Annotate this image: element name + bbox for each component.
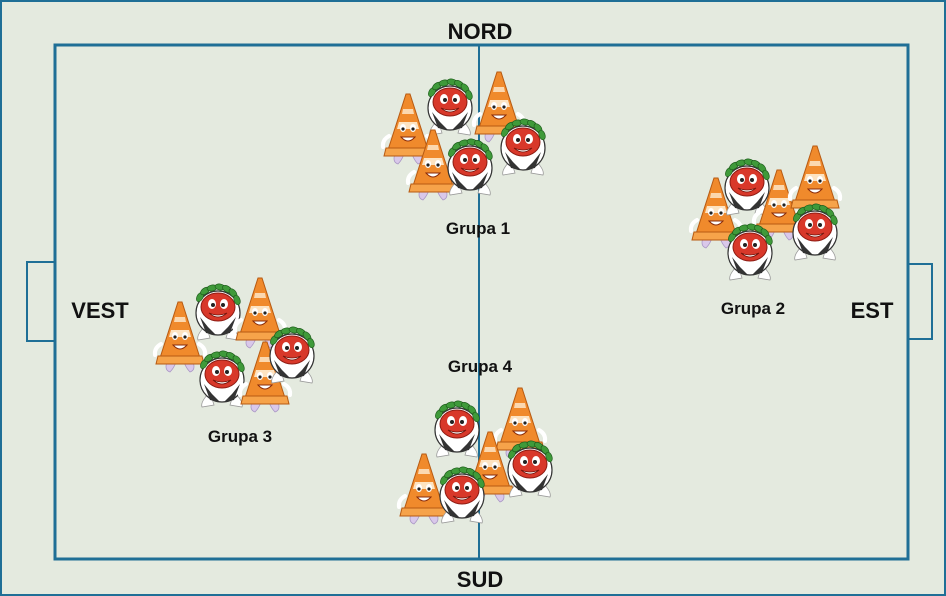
soccer-ball-mascot-icon	[198, 349, 247, 408]
soccer-ball-mascot-icon	[726, 222, 775, 281]
group-label-4: Grupa 4	[448, 357, 513, 376]
soccer-ball-mascot-icon	[426, 77, 475, 136]
soccer-ball-mascot-icon	[446, 137, 495, 196]
soccer-ball-mascot-icon	[433, 399, 482, 458]
soccer-ball-mascot-icon	[268, 325, 317, 384]
soccer-ball-mascot-icon	[499, 117, 548, 176]
soccer-ball-mascot-icon	[506, 439, 555, 498]
soccer-ball-mascot-icon	[723, 157, 772, 216]
goal-west	[26, 261, 55, 342]
label-west: VEST	[71, 298, 129, 323]
group-label-2: Grupa 2	[721, 299, 785, 318]
soccer-ball-mascot-icon	[438, 465, 487, 524]
label-north: NORD	[448, 19, 513, 44]
pitch-outline	[53, 43, 910, 561]
group-label-1: Grupa 1	[446, 219, 510, 238]
goal-east	[908, 263, 933, 340]
group-label-3: Grupa 3	[208, 427, 272, 446]
soccer-ball-mascot-icon	[791, 202, 840, 261]
label-south: SUD	[457, 567, 503, 592]
label-east: EST	[851, 298, 894, 323]
